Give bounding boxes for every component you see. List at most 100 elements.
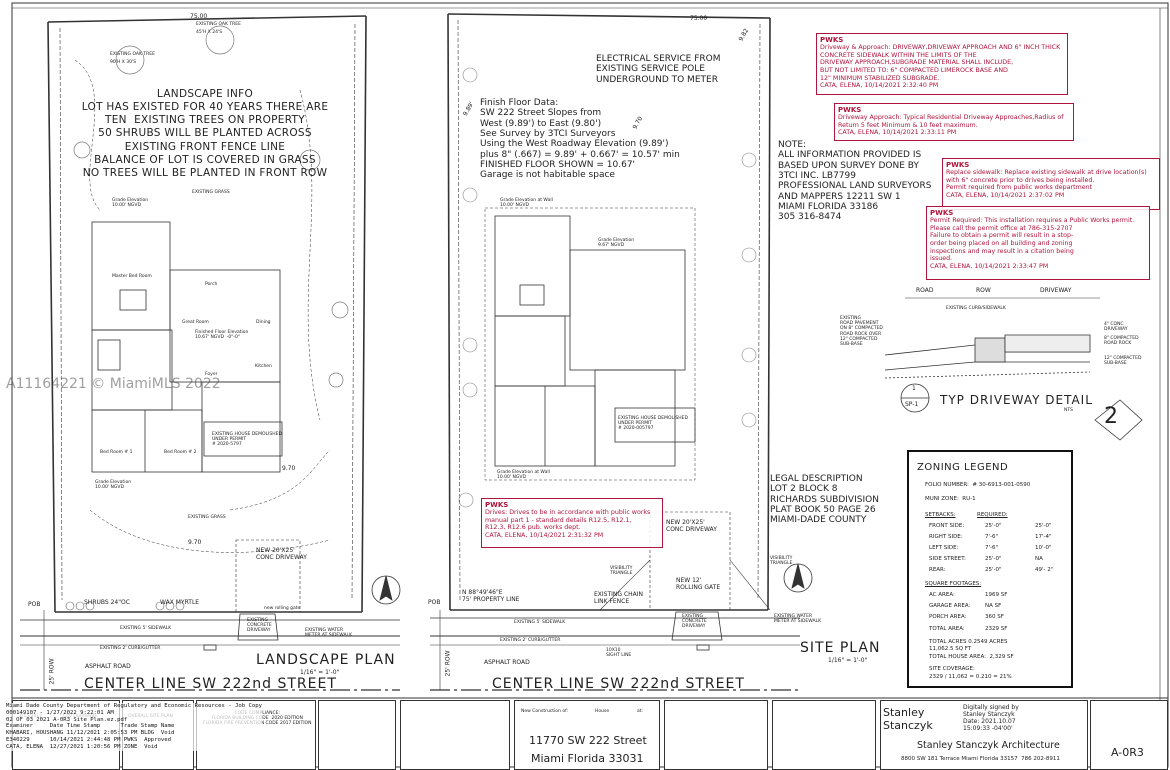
left-shrubs [65,601,185,611]
left-oak-tree-2-dims: 90'H X 30'S [110,60,137,65]
left-foyer: Foyer [205,372,218,377]
zoning-row-label: REAR: [929,567,946,573]
right-grade-elevation-wall-bottom: Grade Elevation at Wall 10.00' NGVD [497,470,550,481]
right-street-lines [430,511,800,691]
digital-signature: Digitally signed by Stanley Stanczyk Dat… [963,704,1019,732]
right-top-dimension: 75.00 [690,15,708,22]
pwks-comment-1-head: PWKS [820,36,844,44]
site-plan-scale: 1/16" = 1'-0" [828,657,868,664]
zoning-muni-zone: MUNI ZONE: RU-1 [925,496,976,502]
detail-sheet: SP-1 [905,401,919,408]
electrical-service-note: ELECTRICAL SERVICE FROM EXISTING SERVICE… [596,54,721,85]
pwks-comment-4-head: PWKS [930,209,954,217]
blank-block-3 [664,700,768,770]
left-pob: POB [28,601,41,608]
zoning-row-prov: 10'-0" [1035,545,1052,551]
landscape-plan-scale: 1/16" = 1'-0" [300,669,340,676]
detail-title: TYP DRIVEWAY DETAIL [940,393,1093,407]
left-row: 25' ROW [48,658,56,685]
zoning-total-house: TOTAL HOUSE AREA: 2,329 SF [929,654,1014,660]
pwks-comment-3-body: Replace sidewalk: Replace existing sidew… [946,169,1147,200]
survey-note: NOTE: ALL INFORMATION PROVIDED IS BASED … [778,140,932,223]
left-existing-house: EXISTING HOUSE DEMOLISHED UNDER PERMIT #… [212,432,282,448]
left-street-lines [20,539,400,691]
pwks-comment-5[interactable]: PWKS Drives: Drives to be in accordance … [481,498,663,548]
left-house-plan [91,221,283,473]
right-existing-concrete-driveway: EXISTING CONCRETE DRIVEWAY [682,614,707,630]
zoning-footage-val: 360 SF [985,614,1004,620]
blank-block-1 [318,700,396,770]
right-center-line: CENTER LINE SW 222nd STREET [492,676,745,692]
zoning-row-label: SIDE STREET: [929,556,966,562]
pwks-comment-2-head: PWKS [838,106,862,114]
left-oak-tree-1: EXISTING OAK TREE [196,22,241,27]
left-rolling-gate: new rolling gate [264,606,301,611]
zoning-row-prov: 25'-0" [1035,523,1052,529]
house-label: House [595,709,610,714]
right-existing-water-meter: EXISTING WATER METER AT SIDEWALK [774,614,822,625]
zoning-folio: FOLIO NUMBER: # 30-6913-001-0590 [925,482,1031,488]
right-grade-elevation-wall-top: Grade Elevation at Wall 10.00' NGVD [500,198,553,209]
zoning-row-req: 25'-0" [985,556,1002,562]
zoning-required-head: REQUIRED: [977,512,1008,518]
pwks-comment-2[interactable]: PWKS Driveway Approach: Typical Resident… [834,103,1074,141]
left-existing-sidewalk: EXISTING 5' SIDEWALK [120,626,172,631]
architect-address: 8800 SW 181 Terrace Miami Florida 33157 … [901,756,1060,762]
permit-job-copy-stamp: Miami Dade County Department of Regulato… [6,703,262,751]
left-bed-1: Bed Room # 1 [100,450,133,455]
zoning-row-label: RIGHT SIDE: [929,534,963,540]
left-great-room: Great Room [182,320,209,325]
zoning-footages-head: SQUARE FOOTAGES: [925,581,982,587]
left-north-arrow [371,575,401,605]
project-block: New Construction of: House at: 11770 SW … [514,700,660,770]
blank-block-4 [772,700,876,770]
architect-block: Stanley Stanczyk Digitally signed by Sta… [880,700,1088,770]
detail-compacted-road: 8" COMPACTED ROAD ROCK [1104,336,1139,347]
pwks-comment-1-body: Driveway & Approach: DRIVEWAY,DRIVEWAY A… [820,44,1061,90]
pwks-comment-3[interactable]: PWKS Replace sidewalk: Replace existing … [942,158,1160,210]
zoning-site-coverage: 2329 / 11,062 = 0.210 = 21% [929,674,1012,680]
left-shrubs-label: SHRUBS 24"OC [84,599,130,606]
right-new-driveway: NEW 20'X25' CONC DRIVEWAY [666,519,717,533]
right-existing-curb: EXISTING 2' CURB/GUTTER [500,638,561,643]
left-master-bed: Master Bed Room [112,274,152,279]
left-existing-grass-bottom: EXISTING GRASS [188,515,226,520]
left-existing-curb: EXISTING 2' CURB/GUTTER [100,646,161,651]
pwks-comment-5-head: PWKS [485,501,509,509]
pwks-comment-1[interactable]: PWKS Driveway & Approach: DRIVEWAY,DRIVE… [816,33,1068,95]
detail-driveway: DRIVEWAY [1040,287,1072,294]
site-plan-title: SITE PLAN [800,640,881,656]
mls-watermark: A11164221 © MiamiMLS 2022 [6,376,221,392]
detail-row: ROW [976,287,991,294]
left-bed-2: Bed Room # 2 [164,450,197,455]
left-center-line: CENTER LINE SW 222nd STREET [84,676,337,692]
pwks-comment-4[interactable]: PWKS Permit Required: This installation … [926,206,1150,280]
pwks-comment-5-body: Drives: Drives to be in accordance with … [485,509,651,540]
zoning-row-req: 25'-0" [985,567,1002,573]
project-address-2: Miami Florida 33031 [531,752,644,765]
right-existing-sidewalk: EXISTING 5' SIDEWALK [514,620,566,625]
section-number: 2 [1104,404,1118,429]
zoning-footage-val: 2329 SF [985,626,1008,632]
zoning-row-prov: 17'-4" [1035,534,1052,540]
zoning-row-req: 7'-6" [985,534,999,540]
right-house-plan [494,215,696,467]
architect-firm-name: Stanley Stanczyk Architecture [917,740,1060,751]
zoning-setbacks-head: SETBACKS: [925,512,956,518]
right-grade-elevation: Grade Elevation 9.67' NGVD [598,238,635,249]
zoning-row-label: FRONT SIDE: [929,523,965,529]
landscape-plan-title: LANDSCAPE PLAN [256,652,396,668]
left-trees [73,25,349,388]
left-lot-lines [47,15,367,613]
left-dining: Dining [256,320,271,325]
left-existing-concrete-driveway: EXISTING CONCRETE DRIVEWAY [247,618,272,634]
detail-existing-pavement: EXISTING ROAD PAVEMENT ON 8" COMPACTED R… [840,316,883,347]
left-existing-water-meter: EXISTING WATER METER AT SIDEWALK [305,628,353,639]
left-new-driveway: NEW 20'X25' CONC DRIVEWAY [256,547,307,561]
zoning-row-prov: 49'- 2" [1035,567,1054,573]
zoning-total-acres: TOTAL ACRES 0.2549 ACRES [929,639,1008,645]
right-row: 25' ROW [444,650,452,677]
sheet-number: A-0R3 [1111,746,1144,759]
left-finished-floor: Finished Floor Elevation 10.67' NGVD -0"… [195,330,249,341]
left-kitchen: Kitchen [255,364,272,369]
